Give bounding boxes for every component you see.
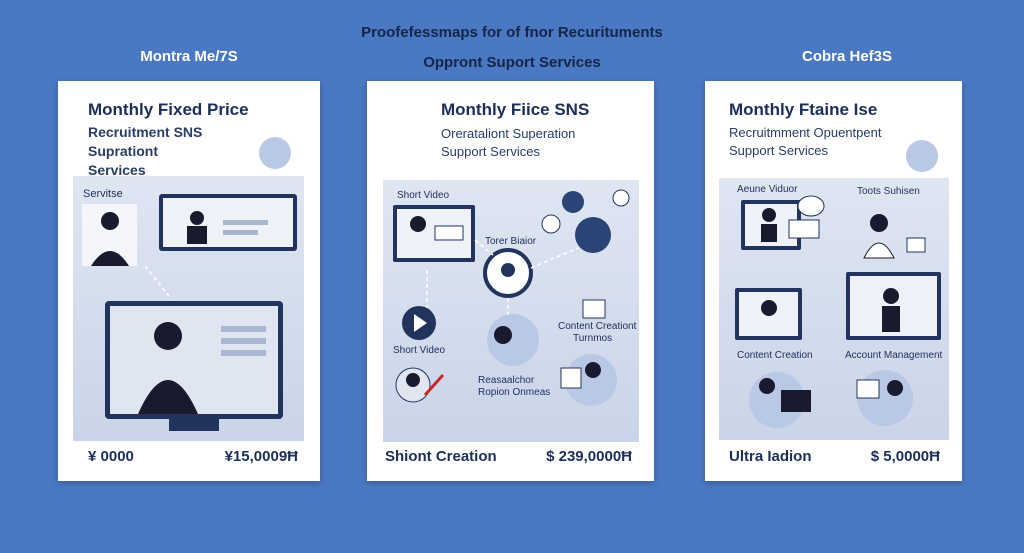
panel-label-4: Account Management [845, 350, 943, 361]
subtitle-line-1: Recruitmment Opuentpent [729, 125, 882, 140]
price-left: Ultra Iadion [729, 448, 812, 465]
illustration-svg: Aeune Viduor Toots Suhisen Content Creat… [735, 184, 943, 428]
subtitle-line-2: Support Services [441, 144, 540, 159]
price-left: Shiont Creation [385, 448, 497, 465]
panel-label-4: Content Creationt [558, 321, 637, 332]
subtitle-line-2: Suprationt [88, 143, 158, 159]
panel-label: Servitse [83, 188, 123, 200]
subtitle-line-3: Services [88, 162, 146, 178]
card-title: Monthly Fiice SNS [441, 100, 590, 119]
heading-line-2: Oppront Suport Services [423, 54, 601, 71]
panel-label-3: Content Creation [737, 350, 813, 361]
price-right: $ 5,0000Ħ [870, 448, 940, 465]
card-subtitle: Recruitment SNS Suprationt Services [88, 123, 202, 180]
card-subtitle: Orerataliont Superation Support Services [441, 125, 575, 161]
column-label-right: Cobra Hef3S [801, 48, 893, 65]
decor-circle-icon [906, 140, 938, 172]
plan-card-1[interactable]: Monthly Fixed Price Recruitment SNS Supr… [58, 81, 320, 481]
panel-label-1: Short Video [397, 190, 450, 201]
subtitle-line-1: Orerataliont Superation [441, 126, 576, 141]
plan-card-2[interactable]: Monthly Fiice SNS Orerataliont Superatio… [367, 81, 654, 481]
heading-line-1: Proofefessmaps for of fnor Recurituments [361, 24, 663, 41]
person-body-icon [91, 251, 129, 266]
panel-label-1: Aeune Viduor [737, 184, 798, 195]
card-subtitle: Recruitmment Opuentpent Support Services [729, 124, 881, 160]
person-head-icon [101, 212, 119, 230]
subtitle-line-2: Support Services [729, 143, 828, 158]
monitor-stand [169, 419, 219, 431]
plan-card-3[interactable]: Monthly Ftaine Ise Recruitmment Opuentpe… [705, 81, 962, 481]
column-label-left: Montra Me/7S [140, 48, 238, 65]
video-tile-icon [582, 299, 606, 319]
decor-circle-icon [259, 137, 291, 169]
page-heading: Proofefessmaps for of fnor Recurituments… [0, 24, 1024, 72]
large-monitor-screen [110, 306, 278, 414]
illustration-panel: Aeune Viduor Toots Suhisen Content Creat… [719, 178, 949, 440]
price-left: ¥ 0000 [88, 448, 134, 465]
panel-label-5: Turnmos [573, 333, 612, 344]
panel-label-7: Ropion Onmeas [478, 387, 550, 398]
chat-bubble-icon [797, 195, 825, 217]
illustration-svg: Short Video Torer Biaior Content Creatio… [393, 189, 637, 406]
illustration-panel: Servitse [73, 176, 304, 441]
settings-icon [575, 217, 611, 253]
subtitle-line-1: Recruitment SNS [88, 124, 203, 140]
panel-label-2: Toots Suhisen [857, 186, 920, 197]
panel-label-2: Torer Biaior [485, 236, 537, 247]
illustration-svg: Servitse [82, 188, 297, 431]
panel-label-3: Short Video [393, 345, 446, 356]
panel-label-6: Reasaalchor [478, 375, 535, 386]
gauge-icon [562, 191, 584, 213]
price-right: ¥15,0009Ħ [224, 448, 298, 465]
card-title: Monthly Fixed Price [88, 100, 249, 119]
illustration-panel: Short Video Torer Biaior Content Creatio… [383, 180, 639, 442]
card-title: Monthly Ftaine Ise [729, 100, 878, 119]
price-right: $ 239,0000Ħ [546, 448, 632, 465]
